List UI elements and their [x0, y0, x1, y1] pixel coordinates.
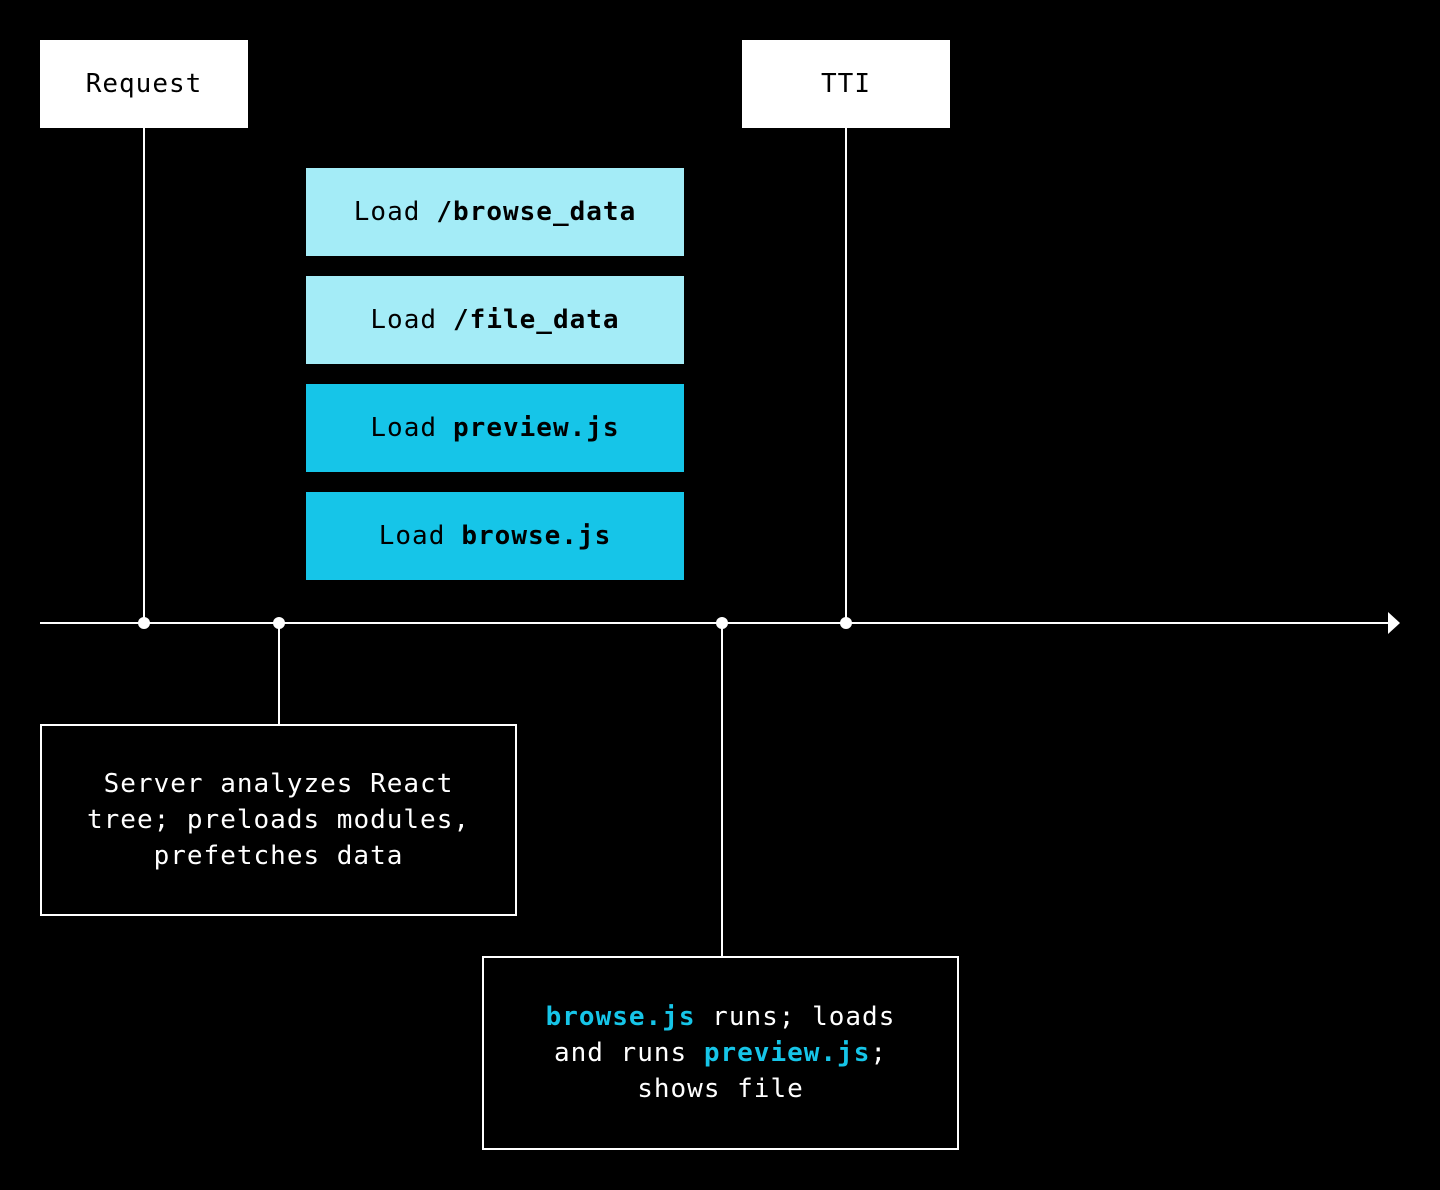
- server-note-line: tree; preloads modules,: [86, 805, 471, 835]
- client-note-file: browse.js: [545, 1002, 696, 1032]
- client-note-line: browse.js runs; loads: [546, 999, 896, 1035]
- request-timeline-dot: [138, 617, 150, 629]
- client-note: browse.js runs; loads and runs preview.j…: [482, 956, 959, 1150]
- load-bar-preview-js: Load preview.js: [306, 384, 684, 472]
- request-marker-label: Request: [85, 69, 203, 99]
- arrow-right-icon: [1388, 612, 1400, 634]
- load-bar-browse-js: Load browse.js: [306, 492, 684, 580]
- tti-marker: TTI: [742, 40, 950, 128]
- load-bar-verb: Load: [370, 413, 438, 443]
- load-bar-file-data: Load/file_data: [306, 276, 684, 364]
- load-bar-browse-data: Load/browse_data: [306, 168, 684, 256]
- tti-connector: [845, 128, 847, 622]
- client-note-fragment: and runs: [553, 1038, 704, 1068]
- timeline-axis: [40, 622, 1390, 624]
- load-bar-file: preview.js: [453, 413, 620, 443]
- client-note-fragment: ;: [870, 1038, 888, 1068]
- request-marker: Request: [40, 40, 248, 128]
- load-bar-verb: Load: [353, 197, 421, 227]
- server-note-text: Server analyzes React tree; preloads mod…: [87, 766, 470, 874]
- server-note-line: prefetches data: [153, 841, 404, 871]
- client-note-text: browse.js runs; loads and runs preview.j…: [546, 999, 896, 1107]
- load-bar-file: /browse_data: [436, 197, 637, 227]
- load-bar-verb: Load: [370, 305, 438, 335]
- server-note: Server analyzes React tree; preloads mod…: [40, 724, 517, 916]
- client-note-fragment: runs; loads: [695, 1002, 896, 1032]
- server-note-line: Server analyzes React: [103, 769, 454, 799]
- client-note-line: shows file: [637, 1074, 804, 1104]
- tti-timeline-dot: [840, 617, 852, 629]
- client-note-line: and runs preview.js;: [546, 1035, 896, 1071]
- load-bar-file: /file_data: [453, 305, 620, 335]
- request-connector: [143, 128, 145, 622]
- server-note-connector: [278, 622, 280, 724]
- tti-marker-label: TTI: [821, 69, 871, 99]
- load-bar-verb: Load: [378, 521, 446, 551]
- load-bar-file: browse.js: [461, 521, 612, 551]
- client-note-file: preview.js: [703, 1038, 871, 1068]
- client-note-connector: [721, 622, 723, 956]
